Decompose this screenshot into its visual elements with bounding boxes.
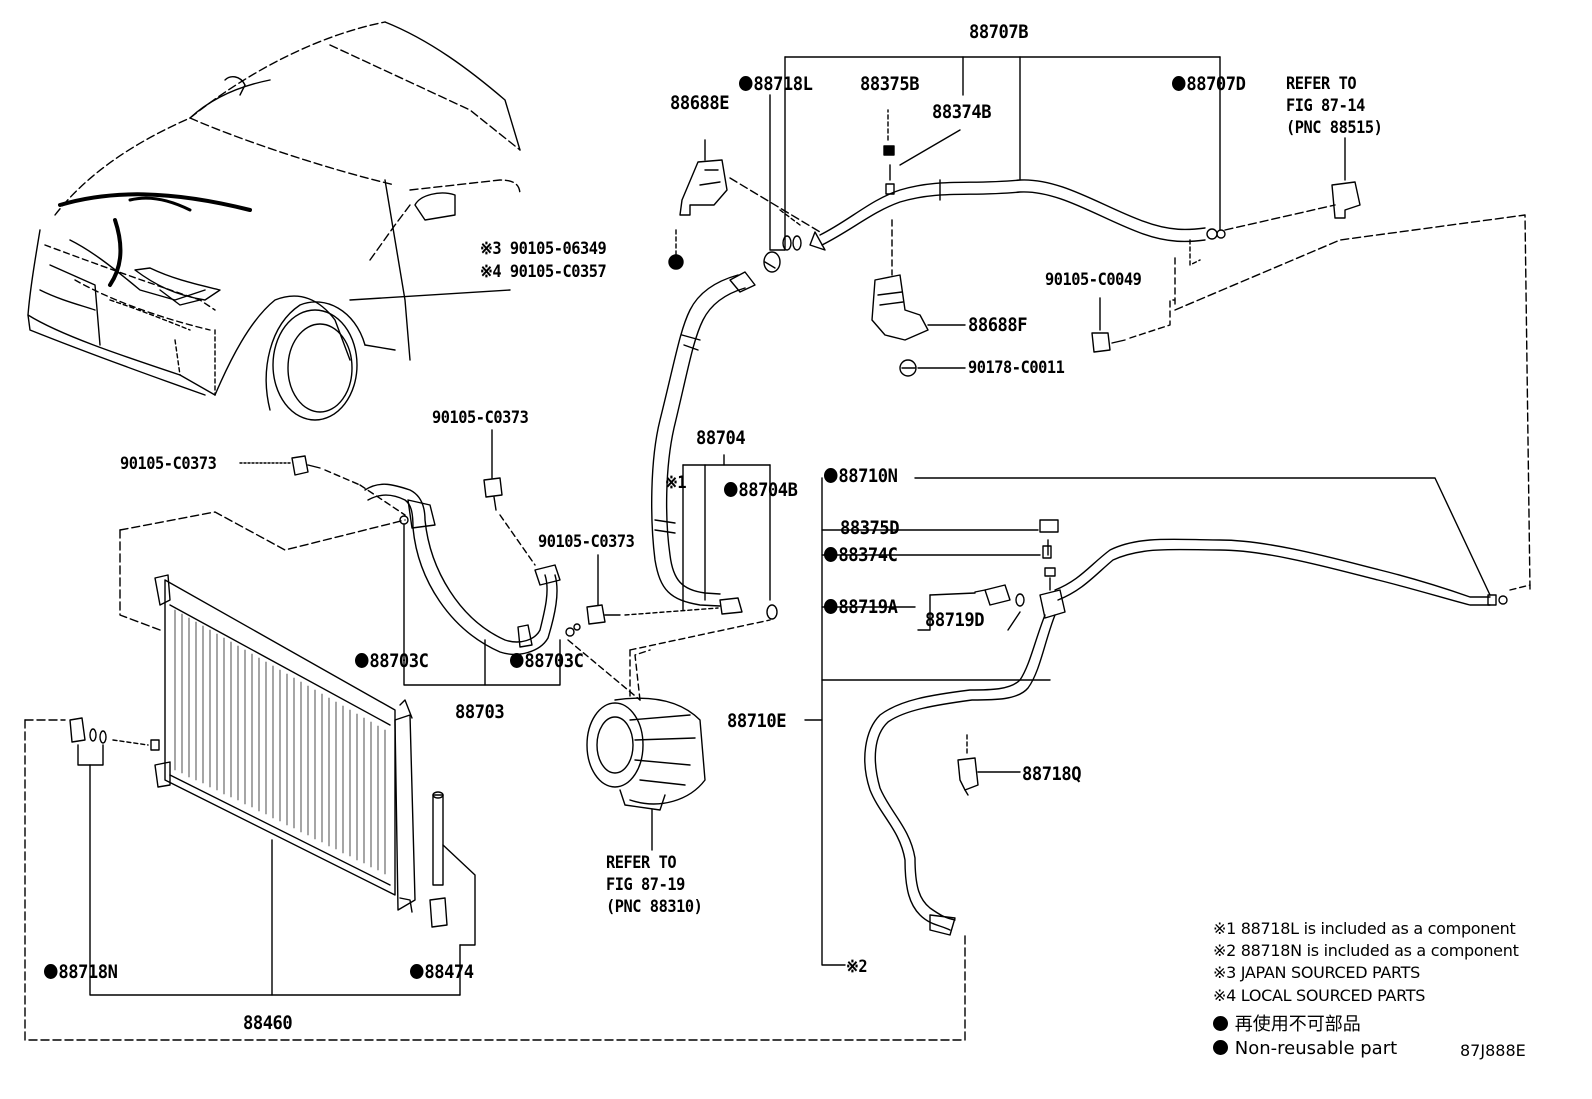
- legend-jp-text: 再使用不可部品: [1234, 1014, 1361, 1035]
- part-88703c-right-text: 88703C: [524, 650, 584, 672]
- part-88703c-right-label: 88703C: [510, 650, 584, 672]
- refer-88515-line2: FIG 87-14: [1286, 96, 1365, 116]
- non-reusable-dot: [724, 482, 738, 497]
- part-88707d-label: 88707D: [1172, 73, 1246, 95]
- part-88688e-label: 88688E: [670, 92, 730, 114]
- part-88710n-text: 88710N: [838, 465, 898, 487]
- part-88707b-label: 88707B: [969, 21, 1029, 43]
- refer-88310-line3: (PNC 88310): [606, 897, 703, 917]
- part-88719d-label: 88719D: [925, 609, 985, 631]
- part-90105-06349-label: ※3 90105-06349: [480, 239, 607, 259]
- non-reusable-dot: [739, 76, 753, 91]
- non-reusable-dot: [824, 599, 838, 614]
- part-88688f-label: 88688F: [968, 314, 1028, 336]
- o-ring-88718l: [763, 94, 802, 273]
- part-88703c-left-label: 88703C: [355, 650, 429, 672]
- bolt-90105-c0373-right: [586, 554, 719, 625]
- vehicle-illustration: [27, 21, 521, 421]
- hose-88707b: [784, 56, 1226, 251]
- non-reusable-dot: [510, 653, 524, 668]
- part-90105-c0049-label: 90105-C0049: [1045, 270, 1142, 290]
- part-88374b-label: 88374B: [932, 101, 992, 123]
- part-88374c-text: 88374C: [838, 544, 898, 566]
- legend-en: Non-reusable part: [1213, 1039, 1397, 1059]
- legend-en-text: Non-reusable part: [1234, 1038, 1398, 1059]
- part-88718q-label: 88718Q: [1022, 763, 1082, 785]
- part-88719a-text: 88719A: [838, 596, 898, 618]
- non-reusable-dot: [1213, 1016, 1228, 1031]
- part-88718l-label: 88718L: [739, 73, 813, 95]
- refer-88515-line1: REFER TO: [1286, 74, 1357, 94]
- o-ring-88718n: [69, 717, 461, 996]
- non-reusable-dot: [824, 547, 838, 562]
- part-88707d-text: 88707D: [1186, 73, 1246, 95]
- part-88703c-left-text: 88703C: [369, 650, 429, 672]
- condenser-88460: [119, 511, 416, 996]
- refer-88515-line3: (PNC 88515): [1286, 118, 1383, 138]
- non-reusable-dot: [824, 468, 838, 483]
- non-reusable-dot: [1172, 76, 1186, 91]
- non-reusable-dot: [1213, 1040, 1228, 1055]
- hose-88704: [651, 271, 778, 620]
- pressure-switch-88719a: [974, 584, 1025, 631]
- legend-jp: 再使用不可部品: [1213, 1015, 1361, 1035]
- part-88710e-label: 88710E: [727, 710, 787, 732]
- part-88718n-text: 88718N: [58, 961, 118, 983]
- part-90178-c0011-label: 90178-C0011: [968, 358, 1065, 378]
- part-88374c-label: 88374C: [824, 544, 898, 566]
- part-90105-c0373-left-label: 90105-C0373: [120, 454, 217, 474]
- part-88719a-label: 88719A: [824, 596, 898, 618]
- part-88710n-label: 88710N: [824, 465, 898, 487]
- part-88375b-label: 88375B: [860, 73, 920, 95]
- refer-88310-line1: REFER TO: [606, 853, 677, 873]
- clamp-88688e: [668, 139, 821, 270]
- footnote-mark-2: ※2: [846, 957, 868, 977]
- footnote-3: ※3 JAPAN SOURCED PARTS: [1213, 963, 1421, 982]
- part-90105-c0357-label: ※4 90105-C0357: [480, 262, 607, 282]
- part-88474-label: 88474: [410, 962, 474, 982]
- non-reusable-dot: [44, 964, 58, 979]
- footnote-4: ※4 LOCAL SOURCED PARTS: [1213, 986, 1426, 1005]
- part-88704b-label: 88704B: [724, 479, 798, 501]
- part-88474-text: 88474: [424, 961, 474, 983]
- part-90105-c0373-right-label: 90105-C0373: [538, 532, 635, 552]
- clamp-88688f: [871, 219, 966, 377]
- part-88704-label: 88704: [696, 427, 746, 449]
- clamp-88718q: [957, 734, 1021, 796]
- footnote-mark-1: ※1: [665, 473, 687, 493]
- part-88460-label: 88460: [243, 1012, 293, 1034]
- footnote-1: ※1 88718L is included as a component: [1213, 919, 1516, 938]
- non-reusable-dot: [410, 964, 424, 979]
- footnote-2: ※2 88718N is included as a component: [1213, 941, 1519, 960]
- compressor: [567, 619, 771, 851]
- part-88704b-text: 88704B: [738, 479, 798, 501]
- refer-88310-line2: FIG 87-19: [606, 875, 685, 895]
- bolt-90105-c0373-left: [239, 455, 361, 486]
- bolt-90105-c0049: [1091, 297, 1176, 353]
- part-88375d-label: 88375D: [840, 517, 900, 539]
- part-88718n-label: 88718N: [44, 961, 118, 983]
- part-88718l-text: 88718L: [753, 73, 813, 95]
- non-reusable-dot: [355, 653, 369, 668]
- bolt-90105-c0373-mid: [483, 429, 536, 566]
- pipe-88710e: [864, 519, 1508, 936]
- bracket-88515: [1174, 137, 1531, 591]
- service-valve-88375b: [883, 109, 961, 195]
- part-88703-label: 88703: [455, 701, 505, 723]
- receiver-88474: [429, 791, 476, 996]
- figure-code: 87J888E: [1460, 1041, 1526, 1060]
- hose-88703: [359, 483, 581, 686]
- part-90105-c0373-mid-label: 90105-C0373: [432, 408, 529, 428]
